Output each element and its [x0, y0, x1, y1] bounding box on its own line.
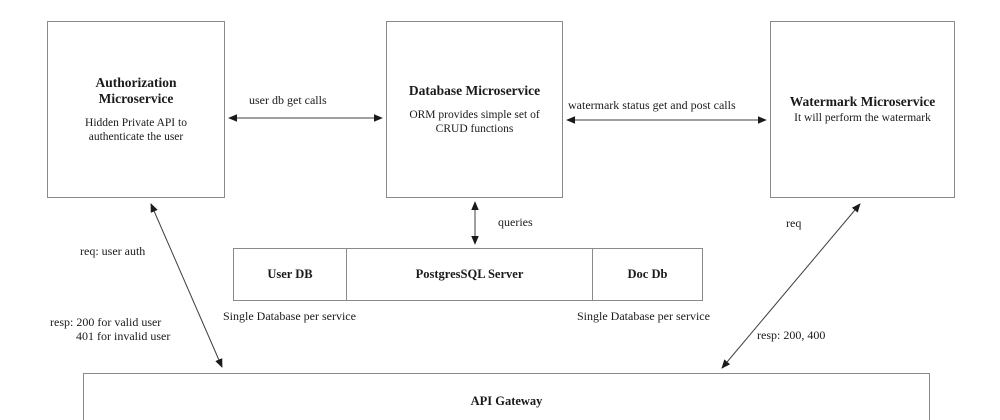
label-queries: queries — [498, 215, 533, 229]
label-req: req — [786, 216, 802, 230]
label-resp-valid-invalid: resp: 200 for valid user 401 for invalid… — [50, 315, 171, 344]
authorization-title: Authorization Microservice — [96, 75, 177, 107]
database-description-line1: ORM provides simple set of — [409, 108, 540, 121]
authorization-description-line2: authenticate the user — [88, 130, 184, 143]
db-cell-doc-db: Doc Db — [593, 248, 703, 301]
database-title: Database Microservice — [408, 82, 541, 98]
label-resp-valid-line1: resp: 200 for valid user — [50, 315, 162, 329]
node-api-gateway: API Gateway — [83, 373, 930, 420]
node-database-microservice: Database Microservice ORM provides simpl… — [386, 21, 563, 198]
label-user-db-get-calls: user db get calls — [249, 93, 327, 107]
node-authorization-microservice: Authorization Microservice Hidden Privat… — [47, 21, 225, 198]
node-watermark-microservice: Watermark Microservice It will perform t… — [770, 21, 955, 198]
label-resp-200-400: resp: 200, 400 — [757, 328, 826, 342]
label-resp-valid-line2: 401 for invalid user — [76, 328, 171, 343]
database-description-line2: CRUD functions — [435, 122, 514, 135]
database-description: ORM provides simple set of CRUD function… — [409, 109, 539, 137]
authorization-description: Hidden Private API to authenticate the u… — [85, 117, 187, 145]
api-gateway-title: API Gateway — [470, 394, 543, 408]
watermark-title: Watermark Microservice — [789, 93, 936, 109]
db-cell-postgressql-server: PostgresSQL Server — [347, 248, 593, 301]
authorization-description-line1: Hidden Private API to — [85, 116, 187, 129]
authorization-title-line2: Microservice — [98, 90, 174, 106]
watermark-description: It will perform the watermark — [794, 111, 931, 124]
label-watermark-status-calls: watermark status get and post calls — [568, 98, 736, 112]
authorization-title-line1: Authorization — [95, 74, 177, 90]
db-cell-user-db: User DB — [233, 248, 347, 301]
caption-single-database-left: Single Database per service — [223, 309, 356, 323]
caption-single-database-right: Single Database per service — [577, 309, 710, 323]
label-req-user-auth: req: user auth — [80, 244, 146, 258]
database-bar: User DB PostgresSQL Server Doc Db — [233, 248, 703, 301]
